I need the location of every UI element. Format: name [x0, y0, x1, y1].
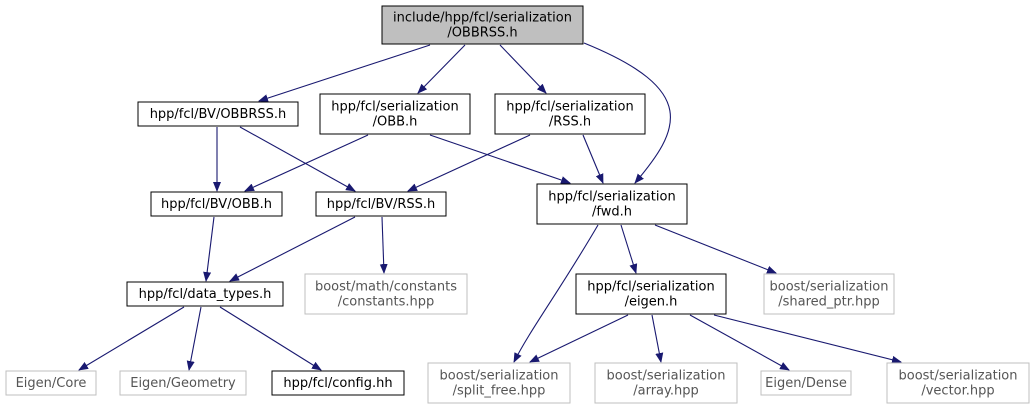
edge-ser_eigen-to-boost_array: [651, 314, 664, 363]
node-label: /shared_ptr.hpp: [778, 295, 880, 310]
node-label: /OBBRSS.h: [447, 26, 517, 41]
node-box: [119, 370, 247, 396]
edge-root-to-ser_rss: [499, 44, 547, 94]
edge-ser_obb-to-ser_fwd: [429, 134, 571, 184]
node-box: [594, 362, 738, 404]
node-label: /eigen.h: [625, 295, 678, 310]
node-box: [271, 370, 405, 396]
node-box: [886, 362, 1030, 404]
node-box: [575, 273, 727, 315]
node-boost-array[interactable]: boost/serialization/array.hpp: [594, 362, 738, 404]
node-label: Eigen/Dense: [765, 376, 847, 391]
dependency-nodes: include/hpp/fcl/serialization/OBBRSS.h hp…: [5, 5, 1030, 404]
node-ser-eigen[interactable]: hpp/fcl/serialization/eigen.h: [575, 273, 727, 315]
node-label: hpp/fcl/BV/OBB.h: [161, 197, 272, 212]
edge-root-to-ser_fwd: [583, 42, 671, 184]
node-boost-vector[interactable]: boost/serialization/vector.hpp: [886, 362, 1030, 404]
node-boost-shared[interactable]: boost/serialization/shared_ptr.hpp: [763, 273, 895, 315]
edge-ser_fwd-to-boost_split: [513, 224, 599, 363]
node-label: /array.hpp: [633, 384, 699, 399]
node-label: /split_free.hpp: [453, 384, 546, 399]
node-box: [536, 183, 688, 225]
node-box: [381, 5, 584, 45]
node-box: [760, 370, 852, 396]
node-label: /vector.hpp: [921, 384, 994, 399]
node-ser-fwd[interactable]: hpp/fcl/serialization/fwd.h: [536, 183, 688, 225]
node-bv-rss[interactable]: hpp/fcl/BV/RSS.h: [315, 191, 447, 217]
edge-root-to-bv_obbrss: [258, 44, 431, 103]
edge-ser_obb-to-bv_obb: [244, 134, 369, 192]
dependency-edges: [78, 42, 902, 371]
node-bv-obb[interactable]: hpp/fcl/BV/OBB.h: [150, 191, 283, 217]
node-label: hpp/fcl/BV/RSS.h: [327, 197, 436, 212]
node-ser-obb[interactable]: hpp/fcl/serialization/OBB.h: [319, 93, 471, 135]
edge-ser_eigen-to-boost_vector: [713, 314, 902, 364]
node-label: Eigen/Geometry: [130, 376, 236, 391]
node-label: boost/serialization: [606, 369, 725, 384]
edge-data_types-to-eigen_core: [78, 306, 185, 371]
node-bv-obbrss[interactable]: hpp/fcl/BV/OBBRSS.h: [137, 101, 299, 127]
node-box: [427, 362, 571, 404]
node-root[interactable]: include/hpp/fcl/serialization/OBBRSS.h: [381, 5, 584, 45]
edge-bv_rss-to-boost_math: [379, 216, 388, 274]
edge-ser_rss-to-bv_rss: [407, 134, 531, 192]
node-eigen-core[interactable]: Eigen/Core: [5, 370, 97, 396]
node-label: boost/math/constants: [315, 280, 457, 295]
edge-ser_rss-to-ser_fwd: [582, 134, 604, 184]
node-box: [763, 273, 895, 315]
node-eigen-geometry[interactable]: Eigen/Geometry: [119, 370, 247, 396]
node-label: include/hpp/fcl/serialization: [393, 11, 572, 26]
node-eigen-dense[interactable]: Eigen/Dense: [760, 370, 852, 396]
edge-ser_eigen-to-boost_split: [529, 314, 629, 363]
edge-ser_fwd-to-boost_shared: [654, 224, 777, 274]
node-label: hpp/fcl/BV/OBBRSS.h: [150, 107, 287, 122]
node-box: [319, 93, 471, 135]
node-label: /constants.hpp: [338, 295, 435, 310]
edge-data_types-to-config: [219, 306, 322, 371]
node-label: /RSS.h: [549, 115, 591, 130]
node-label: hpp/fcl/serialization: [548, 190, 675, 205]
node-label: boost/serialization: [439, 369, 558, 384]
node-label: hpp/fcl/serialization: [587, 280, 714, 295]
node-data-types[interactable]: hpp/fcl/data_types.h: [126, 281, 284, 307]
node-box: [150, 191, 283, 217]
node-box: [315, 191, 447, 217]
node-label: hpp/fcl/serialization: [331, 100, 458, 115]
node-label: hpp/fcl/data_types.h: [139, 287, 272, 302]
node-label: hpp/fcl/config.hh: [283, 376, 392, 391]
node-box: [5, 370, 97, 396]
node-label: boost/serialization: [769, 280, 888, 295]
node-label: /OBB.h: [373, 115, 418, 130]
edge-bv_obbrss-to-bv_rss: [239, 126, 356, 192]
node-label: /fwd.h: [592, 205, 632, 220]
node-box: [494, 93, 646, 135]
edge-data_types-to-eigen_geometry: [186, 306, 202, 371]
node-box: [126, 281, 284, 307]
edge-bv_rss-to-data_types: [229, 216, 356, 282]
edge-root-to-ser_obb: [417, 44, 466, 94]
edge-ser_eigen-to-eigen_dense: [689, 314, 790, 371]
node-boost-split[interactable]: boost/serialization/split_free.hpp: [427, 362, 571, 404]
node-box: [304, 273, 468, 315]
node-label: Eigen/Core: [16, 376, 87, 391]
edge-bv_obb-to-data_types: [203, 216, 215, 282]
node-box: [137, 101, 299, 127]
node-boost-math[interactable]: boost/math/constants/constants.hpp: [304, 273, 468, 315]
node-label: boost/serialization: [898, 369, 1017, 384]
node-ser-rss[interactable]: hpp/fcl/serialization/RSS.h: [494, 93, 646, 135]
node-label: hpp/fcl/serialization: [506, 100, 633, 115]
node-config[interactable]: hpp/fcl/config.hh: [271, 370, 405, 396]
edge-ser_fwd-to-ser_eigen: [620, 224, 638, 274]
